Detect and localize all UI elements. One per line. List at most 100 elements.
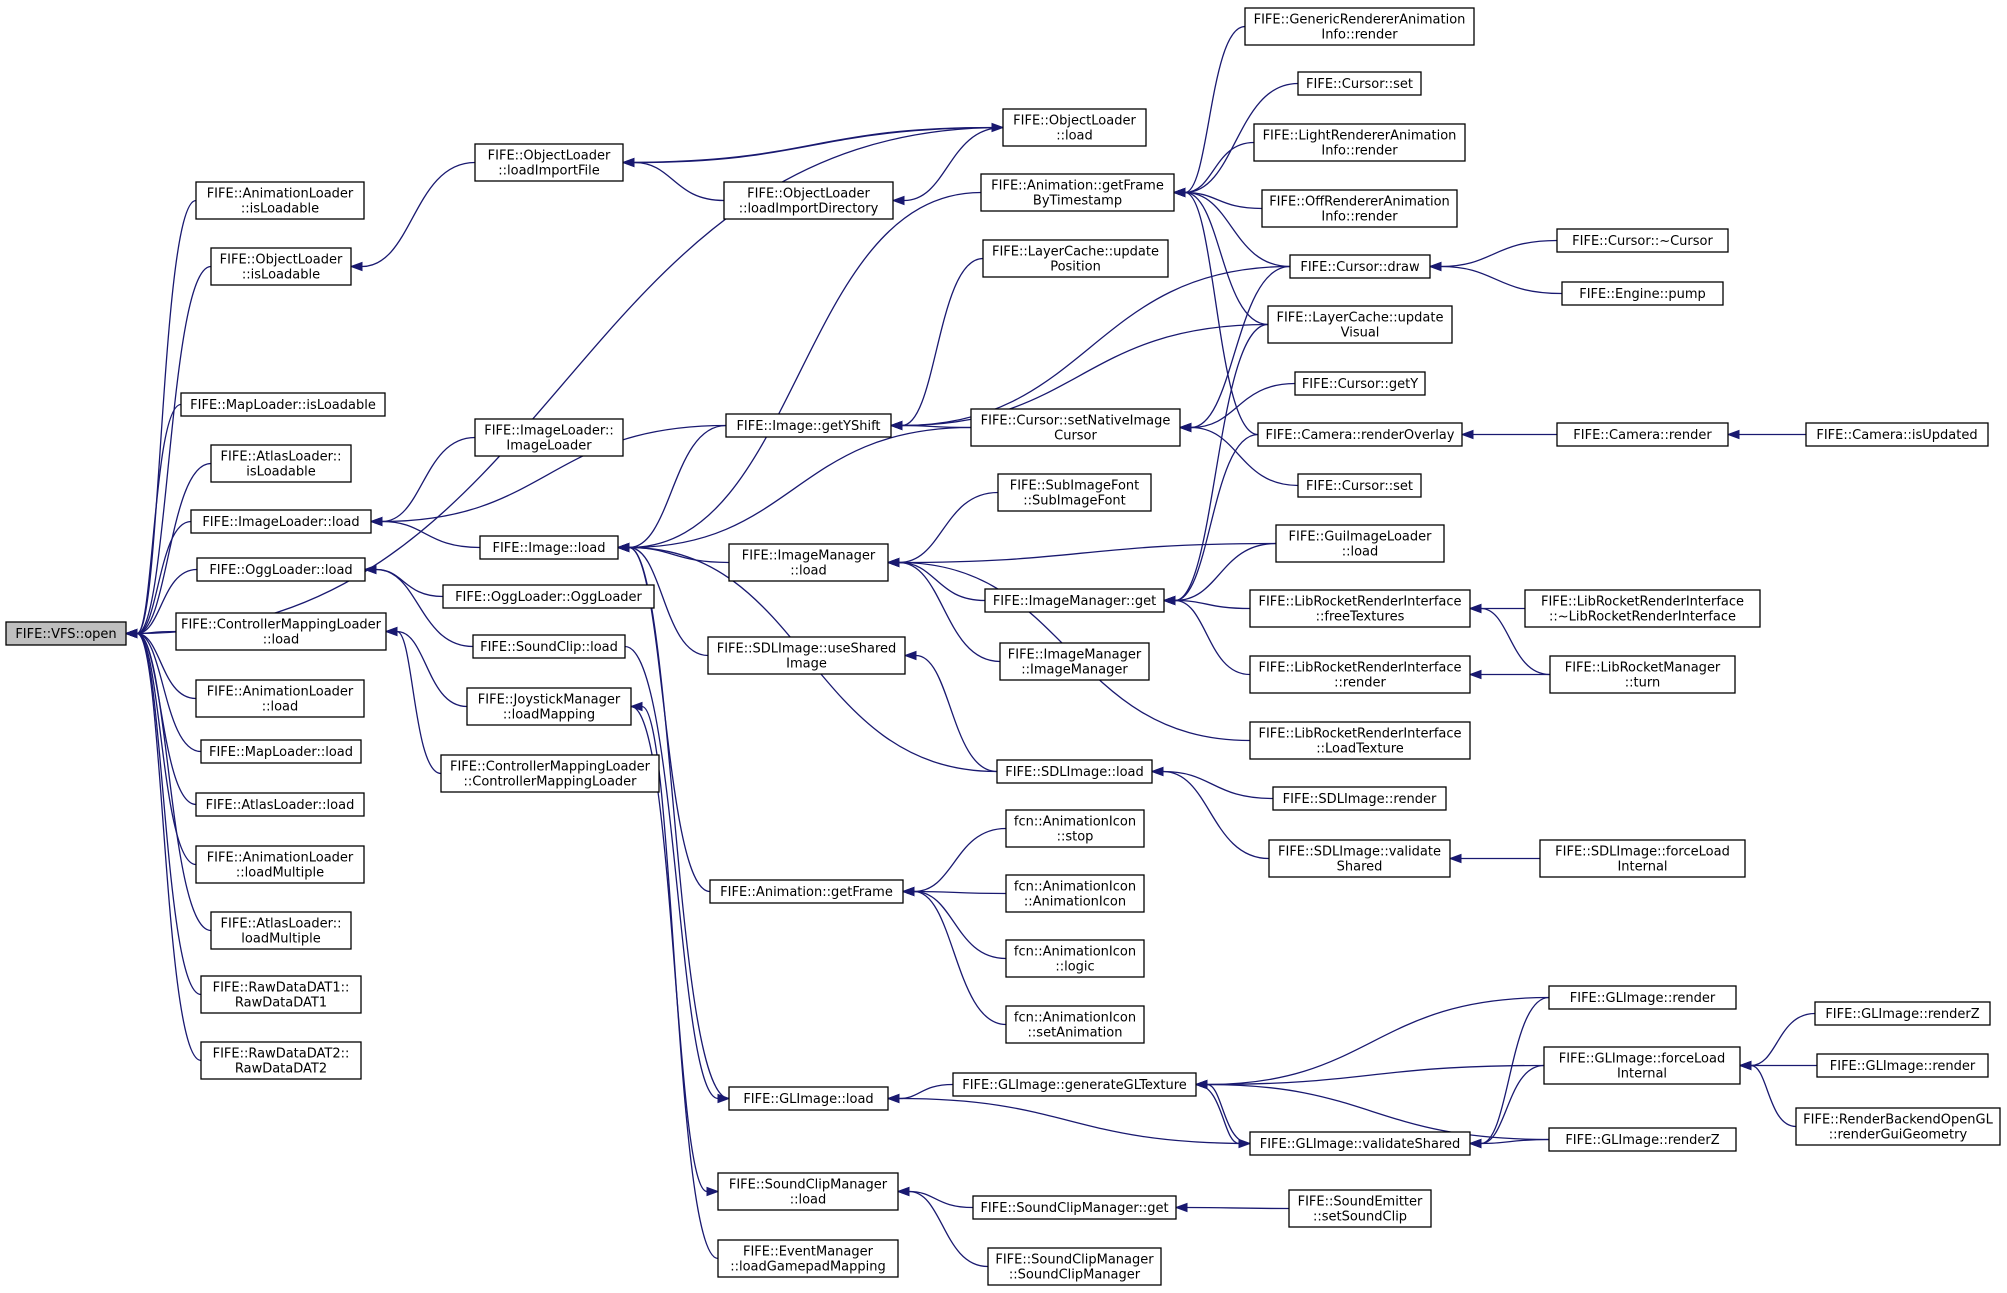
node-camera-isupdated[interactable]: FIFE::Camera::isUpdated — [1805, 422, 1989, 447]
node-box — [200, 1041, 362, 1080]
edge-arrowhead — [1150, 766, 1164, 777]
node-glimage-renderz2[interactable]: FIFE::GLImage::renderZ — [1814, 1001, 1991, 1026]
node-ogg-ctor[interactable]: FIFE::OggLoader::OggLoader — [442, 584, 655, 609]
node-engine-pump[interactable]: FIFE::Engine::pump — [1561, 281, 1724, 306]
node-cursor-gety[interactable]: FIFE::Cursor::getY — [1294, 371, 1426, 396]
node-box — [1002, 108, 1147, 147]
node-cursor-dtor[interactable]: FIFE::Cursor::~Cursor — [1556, 228, 1729, 253]
node-cml-load[interactable]: FIFE::ControllerMappingLoader::load — [175, 612, 387, 651]
node-al-load[interactable]: FIFE::AnimationLoader::load — [195, 679, 365, 718]
node-il-load[interactable]: FIFE::ImageLoader::load — [190, 509, 372, 534]
node-librocket-freetextures[interactable]: FIFE::LibRocketRenderInterface::freeText… — [1249, 589, 1471, 628]
node-animicon-ctor[interactable]: fcn::AnimationIcon::AnimationIcon — [1005, 874, 1145, 913]
node-atl-isloadable[interactable]: FIFE::AtlasLoader::isLoadable — [210, 444, 352, 483]
node-ol-load[interactable]: FIFE::ObjectLoader::load — [1002, 108, 1147, 147]
call-edge-glimage_renderz-to-glimage_validateshared — [1468, 1138, 1550, 1149]
node-glimage-validateshared[interactable]: FIFE::GLImage::validateShared — [1249, 1131, 1471, 1156]
node-animicon-logic[interactable]: fcn::AnimationIcon::logic — [1005, 939, 1145, 978]
node-sdlimage-validateshared[interactable]: FIFE::SDLImage::validateShared — [1268, 839, 1451, 878]
call-edge-glimage_generate-to-glimage_validateshared — [1195, 1083, 1252, 1149]
edge-arrowhead — [891, 195, 905, 206]
node-soundemitter-setclip[interactable]: FIFE::SoundEmitter::setSoundClip — [1288, 1189, 1432, 1228]
node-ol-loadimportdir[interactable]: FIFE::ObjectLoader::loadImportDirectory — [723, 181, 894, 220]
node-atl-load[interactable]: FIFE::AtlasLoader::load — [195, 792, 365, 817]
node-al-isloadable[interactable]: FIFE::AnimationLoader::isLoadable — [195, 181, 365, 220]
node-glimage-renderz[interactable]: FIFE::GLImage::renderZ — [1548, 1127, 1737, 1152]
node-imagemanager-load[interactable]: FIFE::ImageManager::load — [728, 543, 889, 582]
node-cursor-draw[interactable]: FIFE::Cursor::draw — [1289, 254, 1431, 279]
call-edge-layercache_updatevisual-to-imagemanager_get — [1162, 323, 1269, 606]
node-librocket-dtor[interactable]: FIFE::LibRocketRenderInterface::~LibRock… — [1524, 589, 1761, 628]
node-soundclipmanager-ctor[interactable]: FIFE::SoundClipManager::SoundClipManager — [987, 1247, 1162, 1286]
node-anim-getframe[interactable]: FIFE::Animation::getFrame — [709, 879, 904, 904]
node-librocket-render[interactable]: FIFE::LibRocketRenderInterface::render — [1249, 655, 1471, 694]
node-atl-loadmultiple[interactable]: FIFE::AtlasLoader::loadMultiple — [210, 911, 352, 950]
edge-line — [1184, 82, 1299, 194]
node-label-line: ::loadImportFile — [498, 164, 599, 179]
node-label-line: FIFE::Animation::getFrame — [720, 885, 893, 900]
node-imagemanager-ctor[interactable]: FIFE::ImageManager::ImageManager — [999, 642, 1150, 681]
node-cursor-set-bottom[interactable]: FIFE::Cursor::set — [1297, 473, 1422, 498]
node-librocket-loadtexture[interactable]: FIFE::LibRocketRenderInterface::LoadText… — [1249, 721, 1471, 760]
node-cml-ctor[interactable]: FIFE::ControllerMappingLoader::Controlle… — [440, 754, 660, 793]
node-ml-isloadable[interactable]: FIFE::MapLoader::isLoadable — [180, 392, 386, 417]
node-eventmanager-loadgamepad[interactable]: FIFE::EventManager::loadGamepadMapping — [717, 1239, 899, 1278]
node-ol-isloadable[interactable]: FIFE::ObjectLoader::isLoadable — [210, 247, 352, 286]
edge-arrowhead — [706, 1186, 720, 1197]
call-edge-librocketmanager_turn-to-librocket_freetextures — [1468, 603, 1551, 676]
node-glimage-load[interactable]: FIFE::GLImage::load — [728, 1086, 889, 1111]
node-ml-load[interactable]: FIFE::MapLoader::load — [200, 739, 362, 764]
node-ogg-load[interactable]: FIFE::OggLoader::load — [196, 557, 366, 582]
node-box — [210, 911, 352, 950]
node-box — [717, 1172, 899, 1211]
node-glimage-render2[interactable]: FIFE::GLImage::render — [1816, 1053, 1989, 1078]
edge-arrowhead — [1738, 1060, 1752, 1071]
node-generic-render[interactable]: FIFE::GenericRendererAnimationInfo::rend… — [1244, 7, 1475, 46]
call-edge-ol_load-to-vfs_open — [124, 126, 1004, 639]
node-il-ctor[interactable]: FIFE::ImageLoader::ImageLoader — [474, 418, 624, 457]
node-renderbackend-gui[interactable]: FIFE::RenderBackendOpenGL::renderGuiGeom… — [1795, 1107, 2001, 1146]
node-sdlimage-load[interactable]: FIFE::SDLImage::load — [996, 759, 1153, 784]
edge-line — [136, 632, 202, 1062]
node-box — [709, 879, 904, 904]
node-sdlimage-render[interactable]: FIFE::SDLImage::render — [1272, 786, 1447, 811]
node-label-line: FIFE::Camera::render — [1573, 428, 1712, 443]
node-cursor-set-top[interactable]: FIFE::Cursor::set — [1297, 71, 1422, 96]
node-animicon-stop[interactable]: fcn::AnimationIcon::stop — [1005, 809, 1145, 848]
edge-line — [1184, 141, 1255, 194]
node-rawdat2[interactable]: FIFE::RawDataDAT2::RawDataDAT2 — [200, 1041, 362, 1080]
node-ol-loadimportfile[interactable]: FIFE::ObjectLoader::loadImportFile — [474, 143, 624, 182]
node-image-getyshift[interactable]: FIFE::Image::getYShift — [725, 413, 892, 438]
node-subimagefont[interactable]: FIFE::SubImageFont::SubImageFont — [997, 473, 1152, 512]
node-rawdat1[interactable]: FIFE::RawDataDAT1::RawDataDAT1 — [200, 975, 362, 1014]
node-soundclipmanager-load[interactable]: FIFE::SoundClipManager::load — [717, 1172, 899, 1211]
node-glimage-generate[interactable]: FIFE::GLImage::generateGLTexture — [952, 1072, 1197, 1097]
node-guiimageloader-load[interactable]: FIFE::GuiImageLoader::load — [1275, 524, 1445, 563]
node-camera-renderoverlay[interactable]: FIFE::Camera::renderOverlay — [1257, 422, 1463, 447]
node-vfs-open[interactable]: FIFE::VFS::open — [5, 621, 127, 646]
call-edge-subimagefont-to-imagemanager_load — [886, 491, 999, 568]
node-box — [472, 634, 626, 659]
edge-line — [1186, 1206, 1290, 1210]
node-joystick-loadmapping[interactable]: FIFE::JoystickManager::loadMapping — [466, 687, 632, 726]
node-soundclip-load[interactable]: FIFE::SoundClip::load — [472, 634, 626, 659]
node-al-loadmultiple[interactable]: FIFE::AnimationLoader::loadMultiple — [195, 845, 365, 884]
node-librocketmanager-turn[interactable]: FIFE::LibRocketManager::turn — [1549, 655, 1736, 694]
node-soundclipmanager-get[interactable]: FIFE::SoundClipManager::get — [972, 1195, 1177, 1220]
edge-line — [898, 1083, 954, 1100]
node-glimage-render[interactable]: FIFE::GLImage::render — [1548, 985, 1737, 1010]
node-image-load[interactable]: FIFE::Image::load — [479, 535, 619, 560]
node-camera-render[interactable]: FIFE::Camera::render — [1556, 422, 1729, 447]
node-animicon-setanim[interactable]: fcn::AnimationIcon::setAnimation — [1005, 1005, 1145, 1044]
edge-line — [898, 542, 1277, 564]
node-imagemanager-get[interactable]: FIFE::ImageManager::get — [984, 588, 1165, 613]
